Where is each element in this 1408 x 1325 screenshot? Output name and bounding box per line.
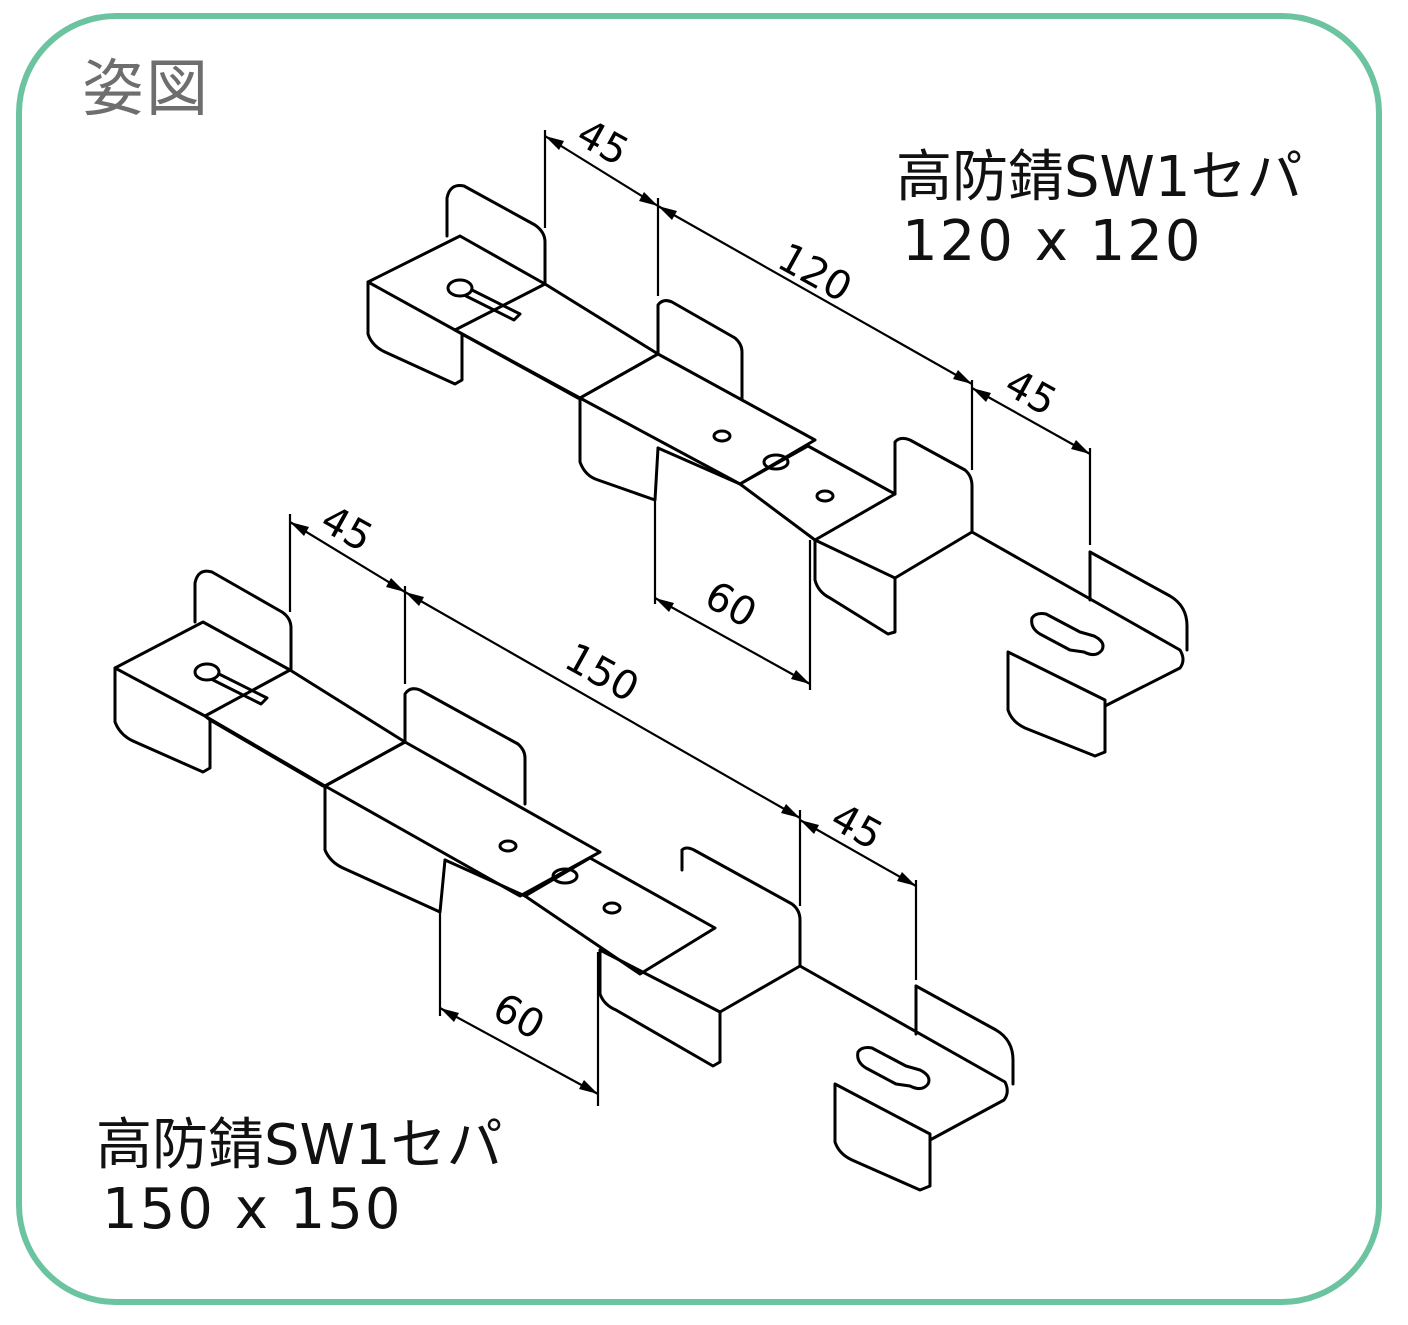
part-caption-120: 高防錆SW1セパ 120 x 120 [896,150,1303,270]
part-caption-150: 高防錆SW1セパ 150 x 150 [96,1118,503,1238]
part-size: 150 x 150 [102,1177,403,1242]
part-name: 高防錆SW1セパ [96,1113,503,1178]
dim-center: 60 [485,985,552,1050]
separator-120: 45 120 45 60 [366,111,1189,758]
dim-length: 120 [770,235,859,312]
dim-length: 150 [557,635,646,712]
dim-right-flange: 45 [997,361,1064,426]
part-name: 高防錆SW1セパ [896,145,1303,210]
dim-right-flange: 45 [823,795,890,860]
part-size: 120 x 120 [902,209,1203,274]
figure-frame [16,13,1382,1305]
dim-left-flange: 45 [313,497,380,562]
figure-title: 姿図 [82,52,211,125]
dim-left-flange: 45 [569,111,636,176]
separator-150: 45 150 45 60 [113,497,1015,1192]
